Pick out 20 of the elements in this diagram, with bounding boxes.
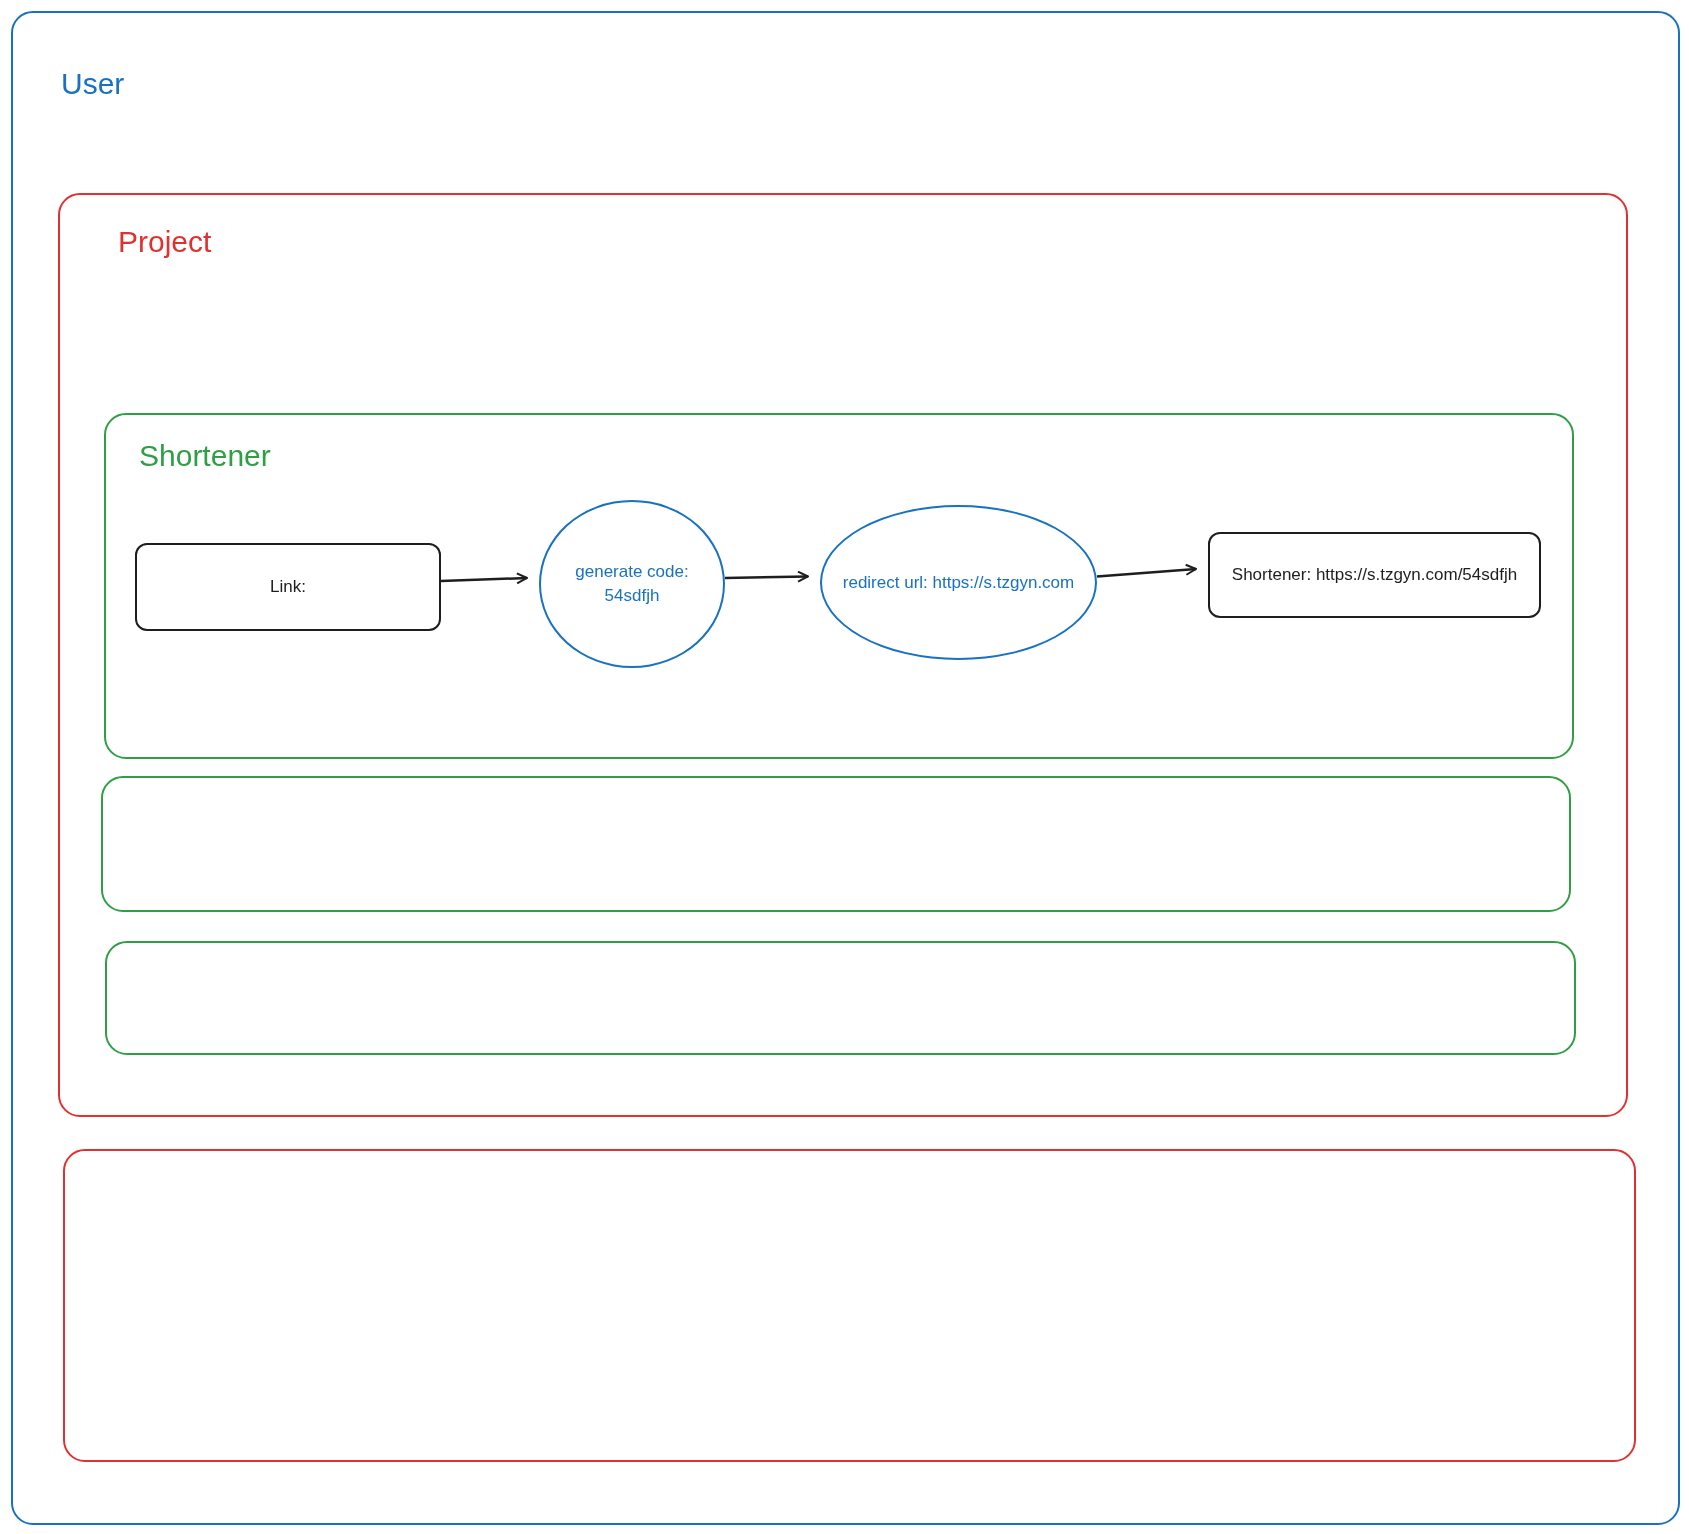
process-circle: [539, 500, 725, 668]
group-title: Project: [118, 224, 212, 260]
group-title: Shortener: [139, 438, 271, 474]
node-label: Shortener: https://s.tzgyn.com/54sdfjh: [1231, 564, 1518, 586]
arrow: [724, 570, 809, 583]
node-label: generate code: 54sdfjh: [574, 561, 690, 607]
user-frame: [11, 11, 1680, 1525]
project-frame: [58, 193, 1628, 1117]
shortener-frame: [104, 413, 1574, 759]
empty-box: [101, 776, 1571, 912]
arrow: [1096, 563, 1197, 578]
arrow: [440, 572, 528, 585]
node-label: redirect url: https://s.tzgyn.com: [842, 571, 1075, 594]
empty-box: [63, 1149, 1636, 1462]
result-box: [1208, 532, 1541, 618]
group-title: User: [61, 66, 125, 102]
process-ellipse: [820, 505, 1097, 660]
process-box: [135, 543, 441, 631]
empty-box: [105, 941, 1576, 1055]
node-label: Link:: [270, 576, 306, 598]
